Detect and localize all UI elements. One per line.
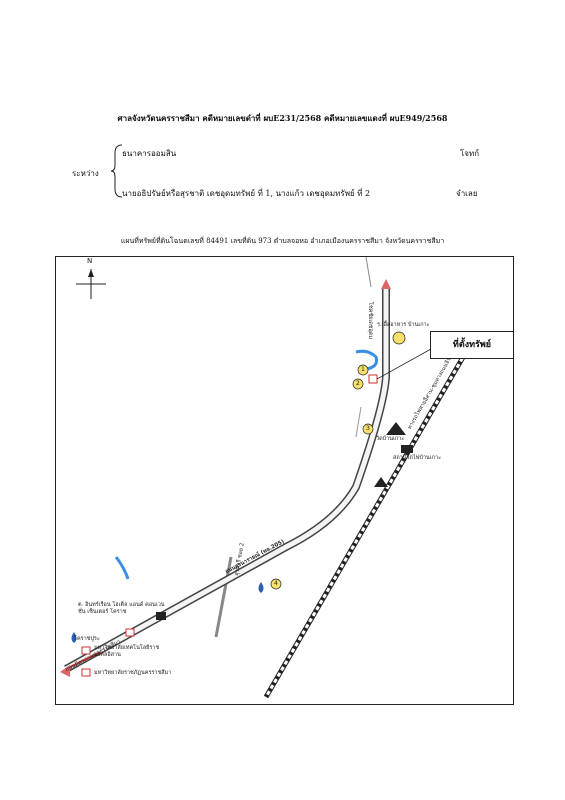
marker-2	[352, 378, 364, 390]
station-label: สถานีรถไฟบ้านเกาะ	[393, 455, 442, 461]
university-tech-label: มหาวิทยาลัยเทคโนโลยีราชมงคลอีสาน	[94, 645, 160, 658]
marker-3-label: 3	[366, 425, 370, 432]
hotel-label: ต. อินทร์เรือน โฮเต็ล แอนด์ คอนเวนชั่น เ…	[78, 602, 165, 615]
side-road	[214, 556, 233, 638]
property-callout: ที่ตั้งทรัพย์	[430, 331, 514, 359]
hotel-icon	[156, 612, 166, 620]
temple-icon	[386, 422, 406, 435]
university-icon	[81, 646, 91, 655]
top-road-label: โชคชัยเดชอุดม	[367, 302, 373, 340]
restaurant-label: ร.เอื้ออาหาร บ้านเกาะ	[377, 322, 430, 328]
marker-3	[362, 423, 374, 435]
marker-1-label: 1	[361, 366, 365, 373]
page-title: ศาลจังหวัดนครราชสีมา คดีหมายเลขดำที่ ผบE…	[117, 113, 448, 123]
plaintiff-role: โจทก์	[460, 149, 480, 158]
plaintiff-name: ธนาคารออมสิน	[122, 149, 177, 158]
map-frame: N โชคชัยเดชอุดม ร.เอื้ออาหาร บ้านเกาะ วั…	[55, 256, 514, 705]
restaurant-icon	[392, 331, 406, 345]
gas-station-icon	[258, 582, 264, 593]
station-icon	[401, 445, 413, 453]
railway-line	[263, 350, 469, 699]
water-body	[355, 349, 378, 371]
marker-1	[357, 364, 369, 376]
arrow-up-icon	[381, 279, 391, 289]
callout-line	[376, 348, 432, 380]
rajabhat-icon	[81, 668, 91, 677]
rajabhat-label: มหาวิทยาลัยราชภัฏนครราชสีมา	[94, 670, 172, 676]
north-label: N	[87, 257, 93, 265]
between-label: ระหว่าง	[72, 169, 99, 178]
defendant-role: จำเลย	[456, 189, 478, 198]
north-arrow-icon	[76, 269, 106, 299]
marker-2-label: 2	[356, 380, 360, 387]
defendant-names: นายอธิปรัษย์หรือสุรชาติ เดชอุดมทรัพย์ ที…	[122, 189, 371, 198]
arrow-icon	[60, 665, 70, 677]
property-description: แผนที่ทรัพย์ที่ดินโฉนดเลขที่ 84491 เลขที…	[120, 237, 445, 245]
marker-4-label: 4	[274, 580, 278, 587]
temple-label: วัดบ้านเกาะ	[376, 436, 405, 442]
property-marker	[368, 374, 378, 384]
location-map	[60, 257, 469, 699]
brace-icon	[110, 144, 123, 198]
korat-pu-label: โคราชปูระ	[74, 636, 100, 642]
marker-4	[270, 578, 282, 590]
